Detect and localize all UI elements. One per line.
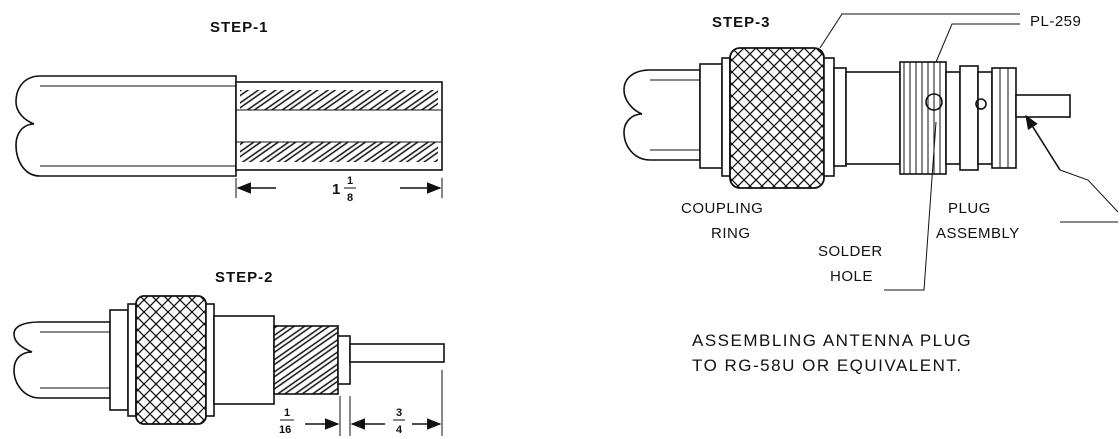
step-1-dimension: 1 1 8 <box>235 175 443 204</box>
step-1-title: STEP-1 <box>210 19 269 36</box>
step-3-callouts <box>819 13 1119 291</box>
coupling-ring-label-line1: COUPLING <box>681 200 763 217</box>
step-1-dim-num: 1 <box>347 175 353 187</box>
plug-assembly-label-line1: PLUG <box>948 200 991 217</box>
step-2-dim-a-num: 1 <box>284 407 290 419</box>
step-3-connector <box>623 47 1071 189</box>
step-3-title: STEP-3 <box>712 14 771 31</box>
solder-hole-label-line2: HOLE <box>830 268 873 285</box>
caption-line2: TO RG-58U OR EQUIVALENT. <box>692 356 963 375</box>
plug-assembly-label-line2: ASSEMBLY <box>936 225 1020 242</box>
pl259-label: PL-259 <box>1030 13 1081 30</box>
step-1-dim-den: 8 <box>347 192 353 204</box>
step-2-dim-b-num: 3 <box>396 407 402 419</box>
step-2-connector <box>13 295 445 425</box>
step-2-title: STEP-2 <box>215 269 274 286</box>
step-1-dim-whole: 1 <box>332 181 340 198</box>
solder-hole-label-line1: SOLDER <box>818 243 883 260</box>
step-2-dimensions: 1 16 3 4 <box>279 370 443 436</box>
step-1-cable <box>15 75 443 177</box>
step-2-dim-a-den: 16 <box>279 424 291 436</box>
step-2-dim-b-den: 4 <box>396 424 403 436</box>
caption-line1: ASSEMBLING ANTENNA PLUG <box>692 331 972 350</box>
coupling-ring-label-line2: RING <box>711 225 751 242</box>
